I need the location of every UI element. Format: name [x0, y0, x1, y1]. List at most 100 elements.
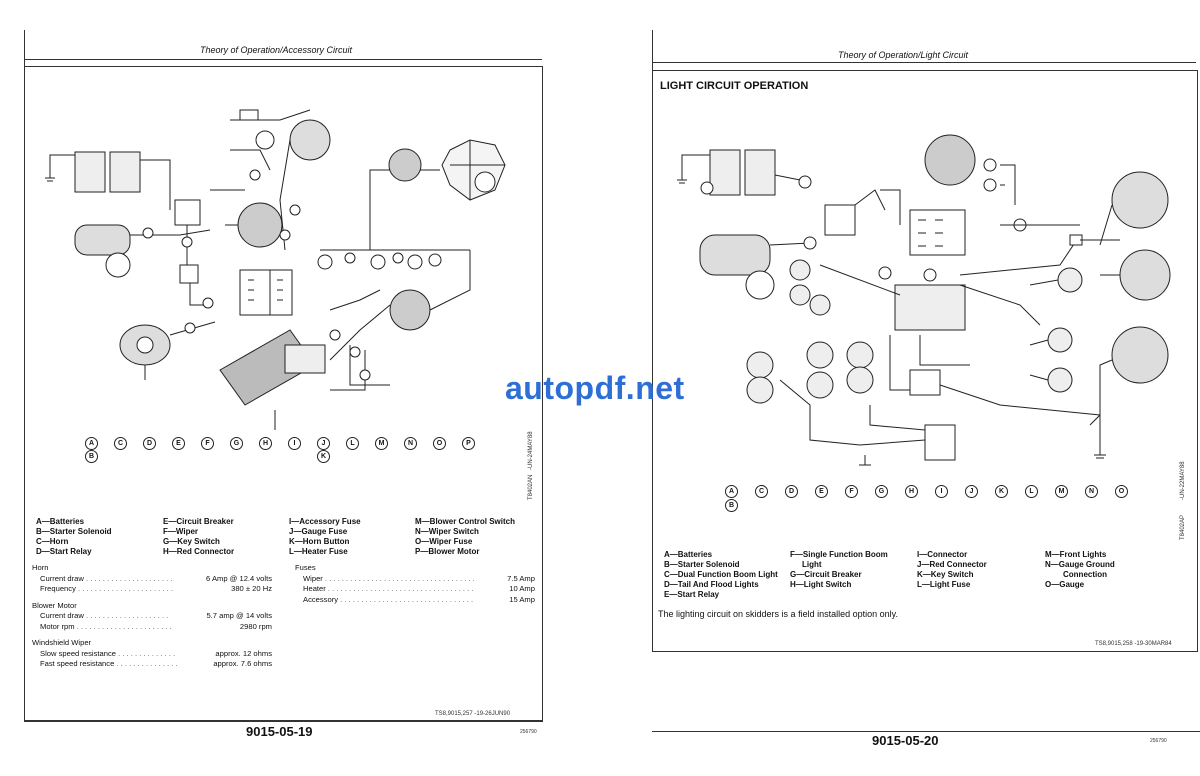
diagram-letter-a: A — [85, 437, 98, 450]
legend-item: H—Light Switch — [790, 580, 852, 589]
diagram-letter-m: M — [1055, 485, 1068, 498]
diagram-letter-p: P — [462, 437, 475, 450]
legend-item: B—Starter Solenoid — [664, 560, 740, 569]
legend-item: Connection — [1063, 570, 1107, 579]
diagram-letter-o: O — [433, 437, 446, 450]
legend-item: O—Wiper Fuse — [415, 537, 473, 546]
spec-group-title: Horn — [32, 563, 49, 572]
legend-item: L—Light Fuse — [917, 580, 971, 589]
diagram-letter-g: G — [230, 437, 243, 450]
installation-note: The lighting circuit on skidders is a fi… — [658, 609, 898, 619]
diagram-letter-b: B — [85, 450, 98, 463]
figure-code: T8402AN — [528, 474, 534, 500]
diagram-letter-row-2: B — [725, 499, 1145, 513]
legend-item: M—Front Lights — [1045, 550, 1107, 559]
legend-item: I—Accessory Fuse — [289, 517, 361, 526]
diagram-letter-n: N — [404, 437, 417, 450]
spec-row: Current draw . . . . . . . . . . . . . .… — [40, 573, 272, 583]
legend-col-4: M—Blower Control Switch N—Wiper Switch O… — [415, 517, 515, 557]
spec-row: Fast speed resistance . . . . . . . . . … — [40, 659, 272, 668]
legend-item: H—Red Connector — [163, 547, 235, 556]
figure-code-date: -UN-22MAY88 — [1180, 461, 1186, 500]
diagram-letter-j: J — [965, 485, 978, 498]
diagram-letter-f: F — [201, 437, 214, 450]
legend-col-3: I—Accessory Fuse J—Gauge Fuse K—Horn But… — [289, 517, 361, 557]
figure-code: T8402AP — [1180, 514, 1186, 540]
spec-row: Heater . . . . . . . . . . . . . . . . .… — [303, 584, 535, 593]
legend-item: A—Batteries — [664, 550, 713, 559]
legend-item: K—Horn Button — [289, 537, 350, 546]
legend-item: F—Single Function Boom — [790, 550, 888, 559]
legend-item: D—Start Relay — [36, 547, 92, 556]
diagram-letter-h: H — [905, 485, 918, 498]
page-header: Theory of Operation/Light Circuit — [838, 50, 969, 60]
diagram-letter-e: E — [172, 437, 185, 450]
diagram-letter-l: L — [346, 437, 359, 450]
legend-col-1: A—Batteries B—Starter Solenoid C—Horn D—… — [36, 517, 112, 557]
spec-row: Wiper . . . . . . . . . . . . . . . . . … — [303, 573, 535, 583]
light-circuit-diagram — [677, 134, 1171, 466]
legend-col-4: M—Front Lights N—Gauge Ground Connection… — [1045, 550, 1115, 590]
diagram-letter-g: G — [875, 485, 888, 498]
diagram-letter-k: K — [995, 485, 1008, 498]
footer-rule — [652, 731, 1200, 732]
diagram-letter-d: D — [785, 485, 798, 498]
header-rule — [652, 62, 1196, 63]
diagram-letter-d: D — [143, 437, 156, 450]
spec-group-title: Fuses — [295, 563, 316, 572]
left-page-border — [24, 30, 25, 720]
diagram-letter-a: A — [725, 485, 738, 498]
content-box — [652, 70, 1198, 652]
header-rule — [24, 59, 542, 60]
page-number: 9015-05-20 — [872, 733, 939, 748]
page-header: Theory of Operation/Accessory Circuit — [200, 45, 353, 55]
diagram-letter-i: I — [288, 437, 301, 450]
diagram-letter-e: E — [815, 485, 828, 498]
footer-code: TS8,9015,257 -19-26JUN90 — [435, 711, 511, 717]
diagram-letter-m: M — [375, 437, 388, 450]
diagram-letter-b: B — [725, 499, 738, 512]
spec-group-title: Blower Motor — [32, 600, 77, 610]
spec-row: Motor rpm . . . . . . . . . . . . . . . … — [40, 621, 272, 631]
spec-row: Current draw . . . . . . . . . . . . . .… — [40, 611, 272, 620]
legend-item: N—Wiper Switch — [415, 527, 479, 536]
legend-item: J—Red Connector — [917, 560, 987, 569]
specs-fuses: Fuses Wiper . . . . . . . . . . . . . . … — [295, 563, 535, 605]
legend-item: D—Tail And Flood Lights — [664, 580, 759, 589]
legend-col-1: A—Batteries B—Starter Solenoid C—Dual Fu… — [664, 550, 778, 600]
diagram-letter-h: H — [259, 437, 272, 450]
section-title: LIGHT CIRCUIT OPERATION — [660, 80, 809, 92]
spec-row: Slow speed resistance . . . . . . . . . … — [40, 648, 272, 658]
legend-item: E—Start Relay — [664, 590, 720, 599]
legend-item: G—Circuit Breaker — [790, 570, 862, 579]
diagram-letter-j: J — [317, 437, 330, 450]
watermark: autopdf.net — [505, 370, 685, 406]
figure-code-date: -UN-24MAY88 — [528, 431, 534, 470]
legend-col-2: F—Single Function Boom Light G—Circuit B… — [790, 550, 888, 590]
legend-item: E—Circuit Breaker — [163, 517, 234, 526]
legend-item: G—Key Switch — [163, 537, 220, 546]
legend-item: O—Gauge — [1045, 580, 1085, 589]
legend-item: M—Blower Control Switch — [415, 517, 515, 526]
diagram-letter-c: C — [114, 437, 127, 450]
legend-col-2: E—Circuit Breaker F—Wiper G—Key Switch H… — [163, 517, 234, 557]
legend-item: A—Batteries — [36, 517, 85, 526]
specs-left: Horn Current draw . . . . . . . . . . . … — [32, 563, 272, 670]
diagram-letter-o: O — [1115, 485, 1128, 498]
right-page: Theory of Operation/Light Circuit LIGHT … — [620, 0, 1200, 776]
legend-col-3: I—Connector J—Red Connector K—Key Switch… — [917, 550, 987, 590]
diagram-letter-c: C — [755, 485, 768, 498]
corner-code: 256790 — [520, 729, 537, 735]
accessory-circuit-diagram — [45, 109, 506, 430]
footer-rule — [24, 720, 542, 721]
diagram-letter-i: I — [935, 485, 948, 498]
legend-item: C—Horn — [36, 537, 69, 546]
legend-item: K—Key Switch — [917, 570, 974, 579]
content-box — [24, 66, 543, 722]
spec-row: Accessory . . . . . . . . . . . . . . . … — [303, 594, 535, 604]
legend-item: J—Gauge Fuse — [289, 527, 348, 536]
legend-item: C—Dual Function Boom Light — [664, 570, 778, 579]
